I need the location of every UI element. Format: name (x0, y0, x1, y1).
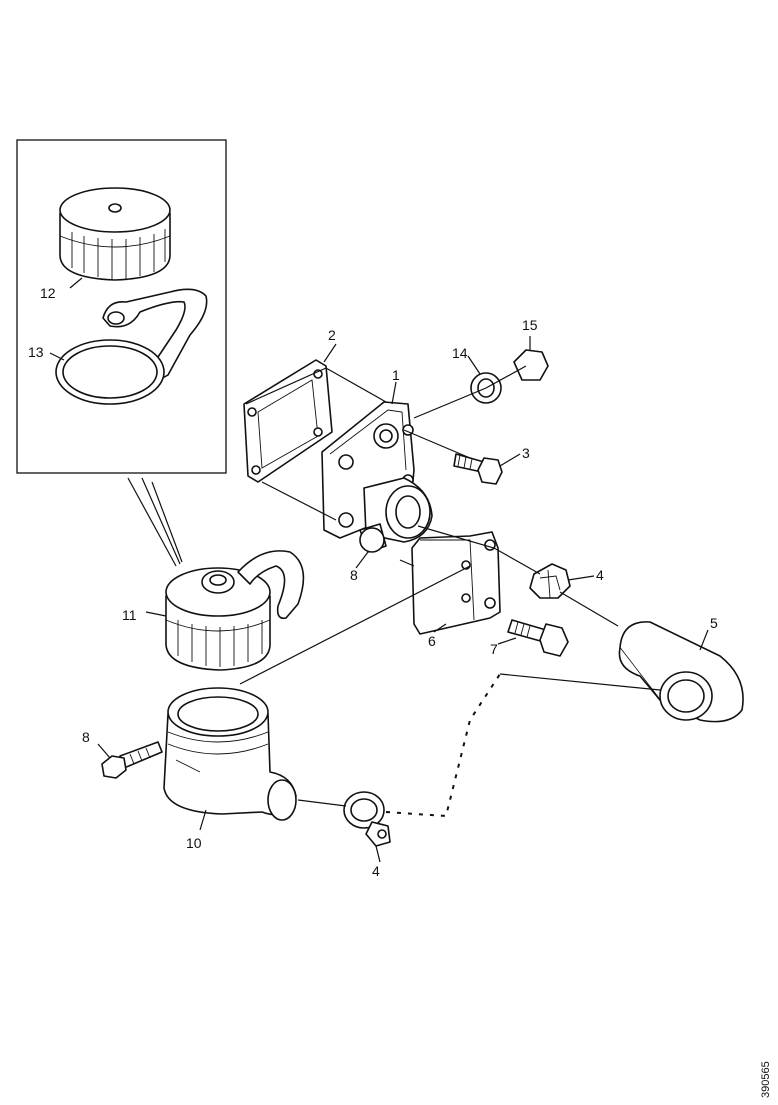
callout-11: 11 (122, 607, 137, 623)
part-bolt-8-lower (101, 741, 163, 779)
part-cap-11 (165, 550, 305, 671)
part-o-ring-13 (55, 339, 165, 405)
part-bolt-7 (507, 619, 569, 657)
callout-6: 6 (428, 633, 436, 649)
callout-13: 13 (28, 344, 44, 360)
callout-7: 7 (490, 641, 498, 657)
part-housing-1 (321, 401, 433, 543)
callout-2: 2 (328, 327, 336, 343)
drawing-code: 390565 (760, 1061, 772, 1098)
callout-12: 12 (40, 285, 56, 301)
part-hose-5 (618, 621, 744, 723)
callout-3: 3 (522, 445, 530, 461)
part-clamp-4-upper (529, 563, 571, 599)
callout-4-lower: 4 (372, 863, 380, 879)
callout-5: 5 (710, 615, 718, 631)
callout-4-upper: 4 (596, 567, 604, 583)
dashed-line (385, 673, 501, 818)
detail-inset: 12 13 (16, 139, 227, 474)
callout-14: 14 (452, 345, 468, 361)
callout-8-lower: 8 (82, 729, 90, 745)
part-strainer-10 (163, 687, 297, 821)
callout-10: 10 (186, 835, 202, 851)
part-clamp-4-lower (343, 791, 391, 847)
callout-15: 15 (522, 317, 538, 333)
part-nut-15 (513, 349, 549, 381)
part-sleeve-8-upper (359, 523, 387, 553)
inset-frame (16, 139, 227, 474)
inset-pointer (127, 477, 183, 567)
callout-1: 1 (392, 367, 400, 383)
part-cap-12 (59, 187, 171, 281)
callout-8-upper: 8 (350, 567, 358, 583)
part-gasket-2 (243, 359, 333, 483)
part-bracket-6 (411, 531, 501, 635)
part-bolt-3 (453, 453, 503, 485)
